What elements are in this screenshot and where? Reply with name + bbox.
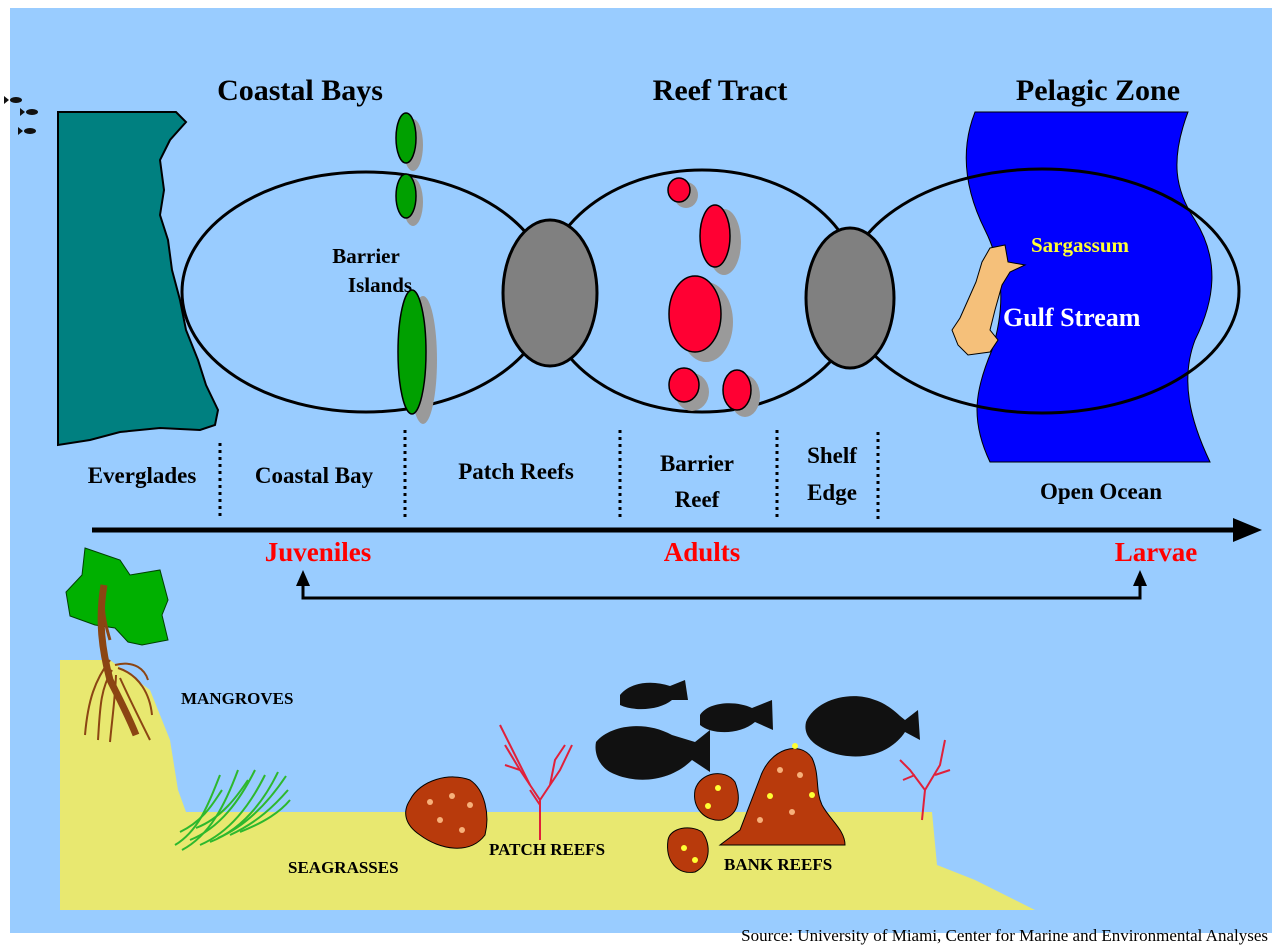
stage-juveniles: Juveniles	[265, 537, 372, 567]
barrier-islands-label-line1: Barrier	[332, 244, 400, 268]
habitat-everglades: Everglades	[88, 463, 197, 488]
habitat-shelf-edge-line2: Edge	[807, 480, 857, 505]
habitat-barrier-reef-line1: Barrier	[660, 451, 734, 476]
habitat-shelf-edge-line1: Shelf	[807, 443, 857, 468]
habitat-coastal-bay: Coastal Bay	[255, 463, 374, 488]
stage-adults: Adults	[664, 537, 741, 567]
stage-larvae: Larvae	[1115, 537, 1197, 567]
shelf-break-oval	[806, 228, 894, 368]
habitat-open-ocean: Open Ocean	[1040, 479, 1162, 504]
label-bank-reefs: BANK REEFS	[724, 855, 832, 874]
gulf-stream-label: Gulf Stream	[1003, 303, 1141, 332]
label-seagrasses: SEAGRASSES	[288, 858, 399, 877]
label-mangroves: MANGROVES	[181, 689, 293, 708]
zone-title-reef-tract: Reef Tract	[653, 74, 788, 107]
zone-title-pelagic-zone: Pelagic Zone	[1016, 74, 1180, 107]
habitat-patch-reefs: Patch Reefs	[458, 459, 574, 484]
reef-crest-oval	[503, 220, 597, 366]
barrier-islands-label-line2: Islands	[348, 273, 412, 297]
sargassum-label: Sargassum	[1031, 233, 1130, 257]
habitat-barrier-reef-line2: Reef	[675, 487, 720, 512]
source-credit: Source: University of Miami, Center for …	[741, 926, 1268, 945]
label-patch-reefs: PATCH REEFS	[489, 840, 605, 859]
zone-title-coastal-bays: Coastal Bays	[217, 74, 383, 107]
